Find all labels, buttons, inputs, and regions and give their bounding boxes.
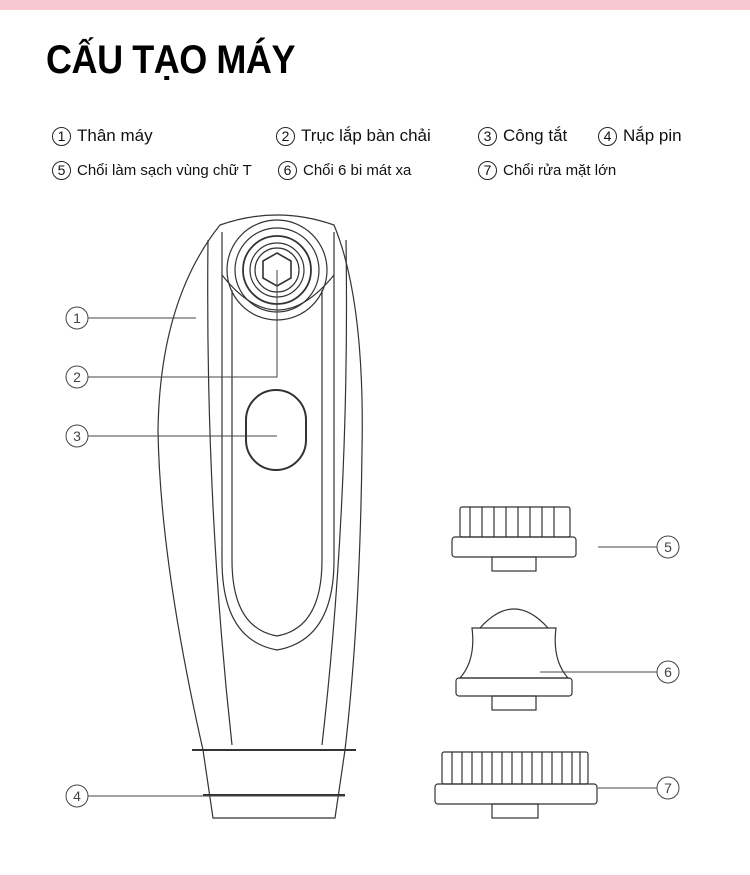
svg-text:1: 1	[73, 310, 81, 326]
page-title: CẤU TẠO MÁY	[46, 38, 296, 82]
power-switch	[245, 389, 307, 471]
massage-ball-brush	[455, 608, 573, 711]
legend-number: 2	[276, 126, 295, 146]
legend-label: Thân máy	[77, 126, 153, 145]
device-body	[157, 214, 363, 819]
callout-7: 7	[598, 776, 680, 800]
legend-number: 7	[478, 161, 497, 180]
callout-6: 6	[540, 660, 680, 684]
svg-text:3: 3	[73, 428, 81, 444]
svg-text:4: 4	[73, 788, 81, 804]
legend-item-brush-shaft: 2 Trục lắp bàn chải	[276, 126, 431, 146]
svg-text:6: 6	[664, 664, 672, 680]
legend-item-t-zone-brush: 5 Chổi làm sạch vùng chữ T	[52, 161, 252, 180]
callout-1: 1	[65, 306, 196, 330]
legend-label: Trục lắp bàn chải	[301, 126, 431, 145]
svg-text:2: 2	[73, 369, 81, 385]
svg-text:5: 5	[664, 539, 672, 555]
svg-text:7: 7	[664, 780, 672, 796]
legend-item-body: 1 Thân máy	[52, 126, 153, 146]
bottom-pink-bar	[0, 875, 750, 890]
legend-item-large-brush: 7 Chổi rửa mặt lớn	[478, 161, 616, 180]
callout-3: 3	[65, 424, 277, 448]
legend-item-battery-cover: 4 Nắp pin	[598, 126, 682, 146]
legend-label: Chổi rửa mặt lớn	[503, 162, 617, 179]
callout-4: 4	[65, 784, 345, 808]
brush-shaft	[221, 219, 335, 321]
callout-2: 2	[65, 270, 278, 389]
legend-item-massage-brush: 6 Chổi 6 bi mát xa	[278, 161, 411, 180]
large-face-brush	[434, 751, 598, 819]
legend-number: 1	[52, 126, 71, 146]
callout-5: 5	[598, 535, 680, 559]
legend-number: 4	[598, 126, 617, 146]
legend-item-switch: 3 Công tắt	[478, 126, 567, 146]
top-pink-bar	[0, 0, 750, 10]
legend-number: 3	[478, 126, 497, 146]
legend-number: 5	[52, 161, 71, 180]
t-zone-brush	[451, 506, 577, 572]
legend-label: Công tắt	[503, 126, 568, 145]
legend-number: 6	[278, 161, 297, 180]
legend-label: Nắp pin	[623, 126, 682, 145]
legend-label: Chổi làm sạch vùng chữ T	[77, 162, 252, 179]
legend-label: Chổi 6 bi mát xa	[303, 162, 412, 179]
